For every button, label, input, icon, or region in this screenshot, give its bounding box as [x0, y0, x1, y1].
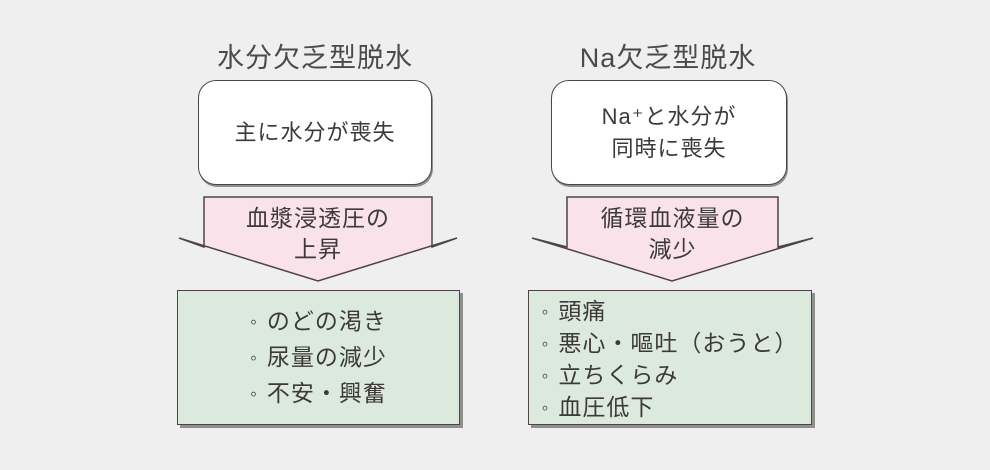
- sodium-deficit-symptom-list: ◦ 頭痛 ◦ 悪心・嘔吐（おうと） ◦ 立ちくらみ ◦ 血圧低下: [542, 296, 799, 424]
- water-deficit-symptom-list: ◦ のどの渇き ◦ 尿量の減少 ◦ 不安・興奮: [250, 304, 387, 424]
- symptom-label: のどの渇き: [266, 308, 387, 334]
- symptom-label: 頭痛: [558, 298, 607, 324]
- water-deficit-symptoms-box: ◦ のどの渇き ◦ 尿量の減少 ◦ 不安・興奮: [177, 290, 460, 425]
- bullet-icon: ◦: [250, 348, 258, 369]
- sodium-deficit-mechanism-line1: 循環血液量の: [600, 205, 745, 231]
- water-deficit-mechanism-line2: 上昇: [294, 236, 342, 262]
- bullet-icon: ◦: [541, 302, 550, 323]
- symptom-label: 不安・興奮: [266, 380, 387, 406]
- symptom-label: 立ちくらみ: [558, 362, 679, 388]
- sodium-deficit-cause-box: Na⁺と水分が 同時に喪失: [551, 80, 787, 185]
- symptom-item: ◦ のどの渇き: [250, 304, 387, 340]
- symptom-item: ◦ 尿量の減少: [250, 340, 387, 376]
- water-deficit-cause-text: 主に水分が喪失: [234, 119, 396, 145]
- bullet-icon: ◦: [541, 398, 550, 419]
- water-deficit-cause-box: 主に水分が喪失: [198, 80, 432, 185]
- water-deficit-title: 水分欠乏型脱水: [217, 43, 413, 73]
- sodium-deficit-mechanism-label: 循環血液量の 減少: [557, 203, 788, 265]
- symptom-label: 血圧低下: [558, 394, 655, 420]
- symptom-item: ◦ 頭痛: [542, 296, 799, 328]
- symptom-item: ◦ 不安・興奮: [250, 376, 387, 412]
- water-deficit-mechanism-label: 血漿浸透圧の 上昇: [194, 203, 442, 265]
- bullet-icon: ◦: [541, 334, 550, 355]
- sodium-deficit-cause-line2: 同時に喪失: [611, 135, 727, 161]
- bullet-icon: ◦: [250, 384, 258, 405]
- symptom-label: 尿量の減少: [266, 344, 387, 370]
- bullet-icon: ◦: [250, 312, 258, 333]
- bullet-icon: ◦: [541, 366, 550, 387]
- sodium-deficit-title: Na欠乏型脱水: [579, 43, 757, 73]
- sodium-deficit-mechanism-line2: 減少: [648, 236, 697, 262]
- symptom-item: ◦ 血圧低下: [542, 392, 799, 424]
- symptom-item: ◦ 立ちくらみ: [542, 360, 799, 392]
- symptom-item: ◦ 悪心・嘔吐（おうと）: [542, 328, 799, 360]
- sodium-deficit-symptoms-box: ◦ 頭痛 ◦ 悪心・嘔吐（おうと） ◦ 立ちくらみ ◦ 血圧低下: [528, 290, 812, 425]
- sodium-deficit-cause-line1: Na⁺と水分が: [601, 103, 737, 129]
- symptom-label: 悪心・嘔吐（おうと）: [558, 330, 799, 356]
- water-deficit-mechanism-line1: 血漿浸透圧の: [246, 205, 390, 231]
